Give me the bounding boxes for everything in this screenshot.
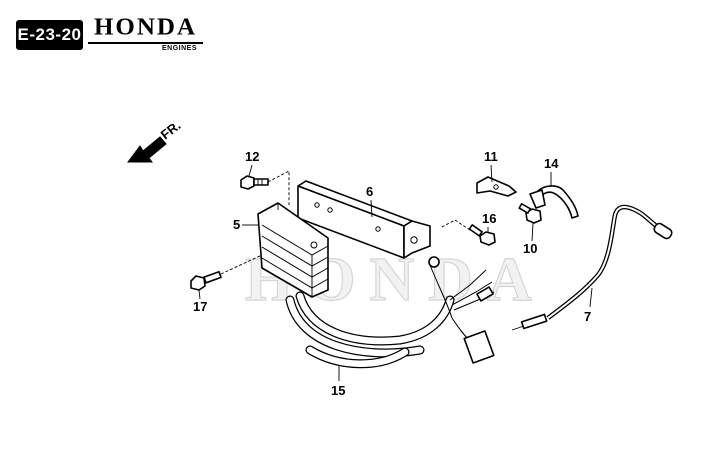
bolt-11-icon	[518, 202, 542, 224]
bolt-12-icon	[240, 175, 269, 190]
callout-11-leader	[531, 222, 534, 242]
brand-name: HONDA	[93, 14, 198, 41]
bracket-10-icon	[476, 176, 517, 197]
callout-12-label: 12	[245, 149, 259, 164]
brand-underline	[88, 42, 203, 44]
protective-tube-15-icon	[305, 345, 410, 369]
callout-14-label: 14	[544, 156, 559, 171]
callout-17-leader	[198, 289, 201, 300]
clamp-14-icon	[529, 185, 579, 219]
callout-16-label: 16	[482, 211, 496, 226]
sensor-cable-7-icon	[511, 204, 673, 331]
callout-15-label: 15	[331, 383, 345, 398]
callout-10-leader	[490, 164, 493, 183]
callout-7-label: 7	[584, 309, 591, 324]
leader-16-dash	[439, 219, 471, 231]
bolt-16-icon	[468, 224, 496, 246]
bracket-6-icon	[297, 180, 431, 259]
callout-7-leader	[589, 287, 593, 308]
callout-12-leader	[248, 164, 253, 177]
callout-6-leader	[370, 199, 373, 218]
callout-11-label: 10	[523, 241, 537, 256]
brand-logo: HONDA ENGINES	[88, 14, 203, 52]
regulator-rectifier-5-icon	[257, 202, 329, 298]
front-direction-arrow-icon	[127, 136, 167, 163]
leader-17-dash	[220, 254, 263, 275]
leader-12-dash	[267, 170, 290, 205]
callout-6-label: 6	[366, 184, 373, 199]
brand-subtitle: ENGINES	[161, 45, 197, 52]
callout-17-label: 17	[193, 299, 207, 314]
callout-10-label: 11	[484, 149, 498, 164]
bolt-17-icon	[190, 270, 222, 291]
page-code-badge: E-23-20	[16, 20, 83, 50]
callout-5-label: 5	[233, 217, 240, 232]
